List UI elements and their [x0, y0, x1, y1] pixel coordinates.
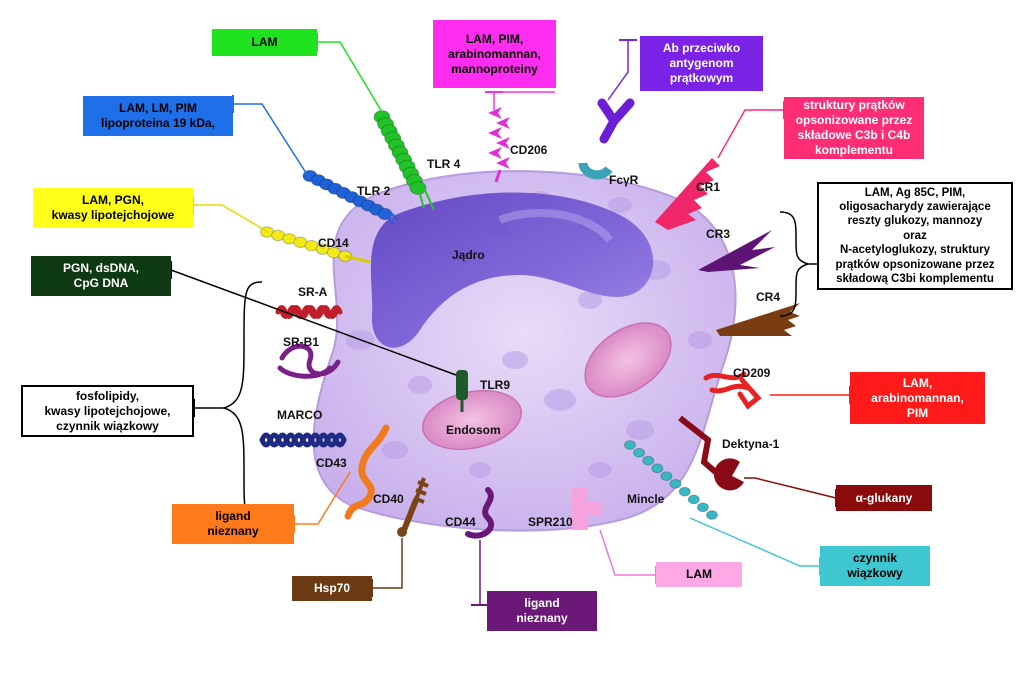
cd43-receptor: [344, 424, 390, 520]
sra-receptor-strand: [279, 305, 343, 319]
receptor-label-cd40: CD40: [373, 492, 404, 506]
cr4-receptor: [716, 303, 800, 336]
cd40-end: [397, 527, 407, 537]
ligand-box-antibody: Ab przeciwko antygenom prątkowym: [640, 36, 763, 91]
dektyna-head: [713, 458, 744, 491]
mincle-receptor: [624, 440, 718, 520]
tlr9-receptor: [456, 370, 468, 400]
receptor-label-cr3: CR3: [706, 227, 731, 241]
line-cd40: [372, 538, 403, 589]
line-cd14: [193, 204, 269, 233]
cr1-receptor: [655, 158, 720, 230]
cd14-anchor: [344, 254, 371, 264]
dektyna-receptor: [678, 415, 722, 479]
receptor-label-marco: MARCO: [277, 408, 323, 422]
ligand-box-cd209: LAM, arabinomannan, PIM: [850, 372, 985, 424]
line-complement: [717, 109, 784, 159]
ligand-box-dektyna: α-glukany: [836, 485, 932, 511]
cd40-stem: [401, 498, 419, 532]
line-dektyna: [744, 477, 837, 499]
antibody-shape: [597, 98, 635, 144]
ligand-box-tlr9: PGN, dsDNA, CpG DNA: [31, 256, 171, 296]
cd206-receptor: [488, 107, 510, 183]
line-tlr9: [170, 269, 457, 376]
receptor-label-mincle: Mincle: [627, 492, 665, 506]
line-mincle: [689, 517, 820, 567]
tlr2-tail: [384, 209, 399, 225]
receptor-label-sra: SR-A: [298, 285, 328, 299]
line-cd44: [479, 540, 487, 606]
receptor-label-cr4: CR4: [756, 290, 781, 304]
receptor-label-cr1: CR1: [696, 180, 721, 194]
receptor-label-srb1: SR-B1: [283, 335, 320, 349]
ligand-box-tlr2: LAM, LM, PIM lipoproteina 19 kDa,: [83, 96, 233, 136]
ligand-box-spr210: LAM: [656, 562, 742, 587]
endosome-label: Endosom: [446, 423, 501, 437]
line-cd43: [294, 471, 351, 525]
receptor-label-tlr2: TLR 2: [357, 184, 391, 198]
receptor-label-fcgr: FcγR: [609, 173, 639, 187]
cd40-receptor: [413, 477, 429, 504]
line-lam-tlr4: [317, 41, 383, 113]
cd209-receptor: [703, 371, 762, 410]
ligand-box-complement: struktury prątków opsonizowane przez skł…: [784, 97, 924, 159]
receptor-label-cd43: CD43: [316, 456, 347, 470]
marco-receptor-strand: [259, 432, 347, 448]
ligand-box-lam-tlr4: LAM: [212, 29, 317, 56]
ligand-box-cd44: ligand nieznany: [487, 591, 597, 631]
line-ab: [607, 40, 629, 101]
ligand-box-mannose: LAM, PIM, arabinomannan, mannoproteiny: [433, 20, 556, 88]
spr210-receptor: [572, 488, 602, 530]
line-tlr2: [233, 103, 309, 177]
ligand-box-cd43: ligand nieznany: [172, 504, 294, 544]
receptor-label-dektyna: Dektyna-1: [722, 437, 780, 451]
tlr4-tail: [417, 187, 435, 211]
receptor-label-tlr4: TLR 4: [427, 157, 461, 171]
receptor-label-tlr9: TLR9: [480, 378, 510, 392]
vesicle: [584, 322, 672, 398]
tlr4-receptor: [373, 110, 427, 195]
ligand-box-scavenger: fosfolipidy, kwasy lipotejchojowe, czynn…: [21, 385, 194, 437]
ligand-box-mincle: czynnik wiązkowy: [820, 546, 930, 586]
cr3-receptor: [698, 230, 775, 272]
receptor-label-cd209: CD209: [733, 366, 771, 380]
srb1-receptor: [277, 343, 341, 379]
ligand-box-cd40: Hsp70: [292, 576, 372, 601]
fcgr-receptor: [578, 162, 613, 180]
receptors: [259, 98, 800, 539]
receptor-label-cd14: CD14: [318, 236, 349, 250]
cd44-receptor: [465, 487, 495, 539]
nucleus-label: Jądro: [452, 248, 485, 262]
receptor-label-cd206: CD206: [510, 143, 548, 157]
brace-scavenger: [221, 281, 263, 523]
line-spr210: [599, 529, 656, 576]
nucleus: [370, 192, 654, 348]
receptor-label-cd44: CD44: [445, 515, 476, 529]
ligand-box-cr: LAM, Ag 85C, PIM, oligosacharydy zawiera…: [817, 182, 1013, 290]
cd14-receptor: [260, 226, 352, 262]
receptor-label-spr210: SPR210: [528, 515, 573, 529]
ligand-box-cd14: LAM, PGN, kwasy lipotejchojowe: [33, 188, 193, 228]
brace-cr: [779, 211, 811, 317]
